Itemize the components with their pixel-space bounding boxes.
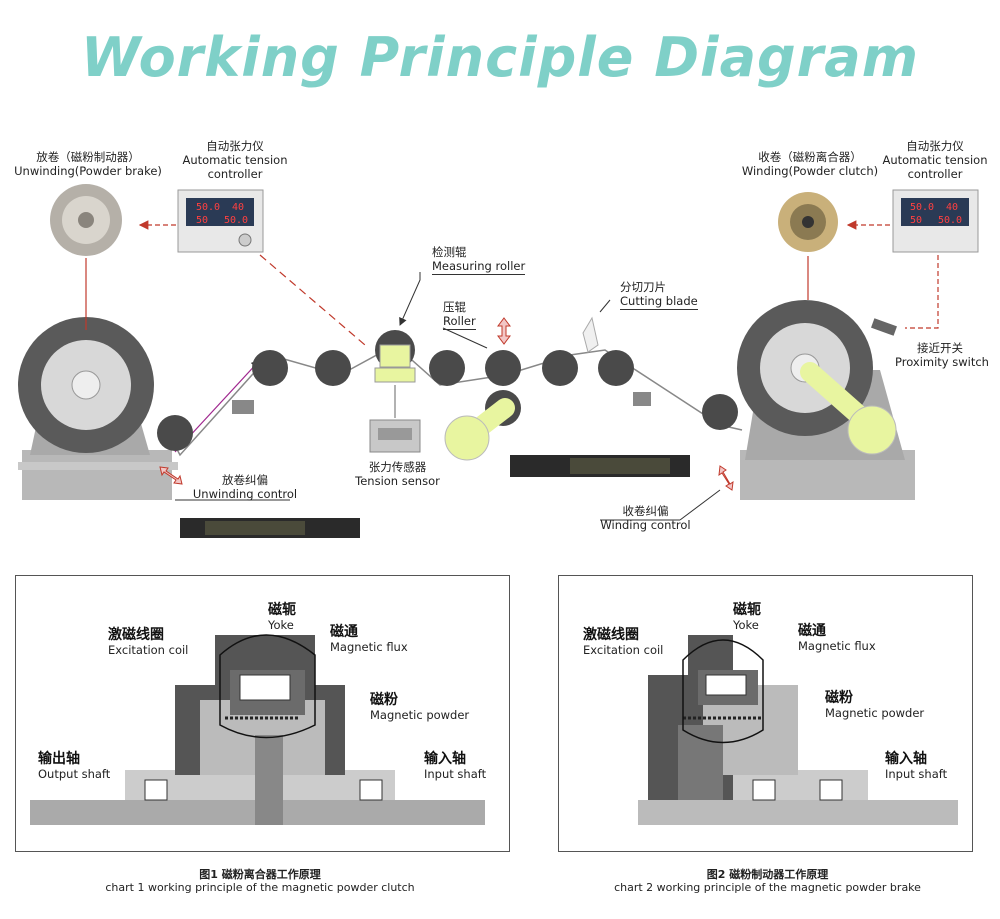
guide-roller xyxy=(157,415,193,451)
material-web xyxy=(171,344,743,457)
edge-sensor-left-icon xyxy=(232,400,254,414)
unwinding-control-arrow xyxy=(159,466,183,485)
svg-text:50: 50 xyxy=(196,215,208,226)
svg-text:50.0: 50.0 xyxy=(938,215,962,226)
nip-roller xyxy=(485,350,521,386)
proximity-switch-icon xyxy=(871,318,897,336)
svg-text:50.0: 50.0 xyxy=(224,215,248,226)
tension-controller-right-label: 自动张力仪 Automatic tension controller xyxy=(882,139,988,181)
tension-controller-right-icon: 50.0 40 50 50.0 xyxy=(892,189,979,253)
chart1-caption: 图1 磁粉离合器工作原理 chart 1 working principle o… xyxy=(105,868,415,894)
guide-roller xyxy=(429,350,465,386)
winding-actuator-icon xyxy=(510,455,690,477)
winding-control-arrow xyxy=(718,465,734,491)
proximity-switch-label: 接近开关 Proximity switch xyxy=(895,341,989,369)
guide-roller xyxy=(598,350,634,386)
tension-controller-left-label: 自动张力仪 Automatic tension controller xyxy=(182,139,288,181)
svg-text:40: 40 xyxy=(232,202,244,213)
guide-roller xyxy=(702,394,738,430)
winding-control-label: 收卷纠偏 Winding control xyxy=(600,504,691,532)
svg-text:50: 50 xyxy=(910,215,922,226)
tension-controller-left-icon: 50.0 40 50 50.0 xyxy=(177,189,264,253)
unwinding-machine xyxy=(18,317,178,500)
powder-clutch-icon xyxy=(778,192,838,252)
cutting-blade-shape xyxy=(582,316,599,353)
winding-machine xyxy=(737,300,915,500)
cutting-blade-label: 分切刀片 Cutting blade xyxy=(620,280,698,310)
tension-sensor-icon xyxy=(369,419,421,453)
chart2-caption: 图2 磁粉制动器工作原理 chart 2 working principle o… xyxy=(614,868,921,894)
guide-roller xyxy=(252,350,288,386)
chart1-box xyxy=(15,575,510,852)
svg-text:50.0: 50.0 xyxy=(196,202,220,213)
tension-sensor-label: 张力传感器 Tension sensor xyxy=(355,460,440,488)
svg-text:50.0: 50.0 xyxy=(910,202,934,213)
winding-clutch-label: 收卷（磁粉离合器） Winding(Powder clutch) xyxy=(741,150,879,178)
unwinding-actuator-icon xyxy=(180,518,360,538)
brake-cross-section xyxy=(638,635,958,825)
page-title: Working Principle Diagram xyxy=(80,26,920,89)
roller-label: 压辊 Roller xyxy=(443,300,476,330)
clutch-cross-section xyxy=(30,634,485,825)
unwinding-brake-label: 放卷（磁粉制动器） Unwinding(Powder brake) xyxy=(14,150,162,178)
roller-adjust-arrow xyxy=(497,317,511,345)
edge-sensor-right-icon xyxy=(633,392,651,406)
measuring-roller-label: 检测辊 Measuring roller xyxy=(432,245,526,275)
guide-roller xyxy=(315,350,351,386)
svg-text:40: 40 xyxy=(946,202,958,213)
chart2-box xyxy=(558,575,973,852)
unwinding-control-label: 放卷纠偏 Unwinding control xyxy=(192,473,298,501)
guide-roller xyxy=(542,350,578,386)
powder-brake-icon xyxy=(50,184,122,256)
